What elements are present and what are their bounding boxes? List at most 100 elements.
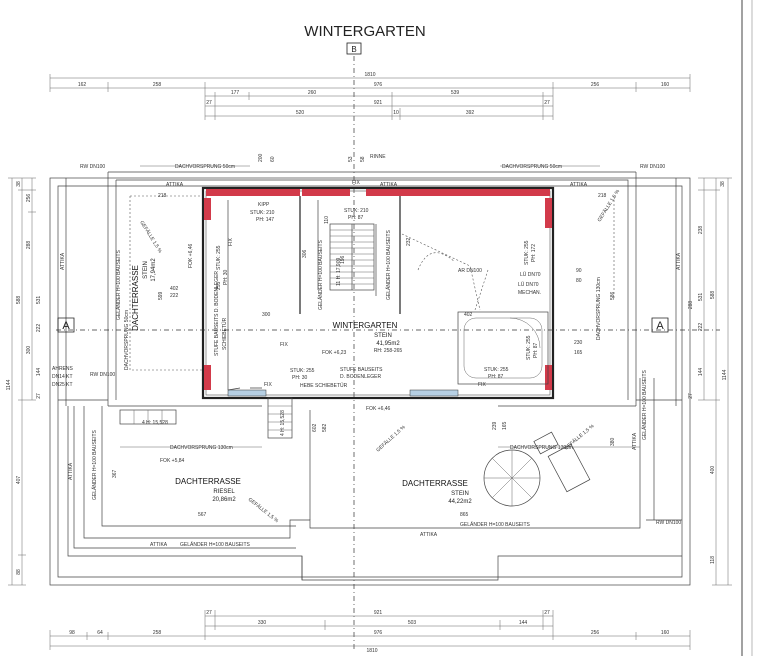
dimensions-right: 1144 38 588 222 144 400 118 238 531 288 …	[688, 177, 732, 586]
dim-222: 222	[170, 293, 179, 299]
label-gefaelle-4: GEFÄLLE 1,5 %	[247, 496, 281, 524]
section-markers-a: A A	[56, 317, 720, 333]
label-attika-right: ATTIKA	[570, 182, 588, 188]
label-200: 200	[258, 153, 264, 162]
label-stair-steps2: 4 H: 15,528	[142, 420, 168, 426]
label-gelaender-left-low: GELÄNDER H=100 BAUSEITS	[91, 429, 98, 500]
label-ahrens: AHRENS	[52, 366, 74, 372]
label-lu-dn70-b: LÜ DN70	[518, 281, 539, 288]
dim-left-222: 222	[36, 324, 42, 333]
label-ph147: PH: 147	[256, 217, 274, 223]
dim-582: 582	[322, 423, 328, 432]
dim-567: 567	[198, 512, 207, 518]
dim-865: 865	[460, 512, 469, 518]
dimensions-bottom: 27 921 27 330 503 144 98 64 258 976 256 …	[49, 610, 691, 654]
label-53: 53	[348, 156, 354, 162]
dim-top-280: 260	[308, 90, 317, 96]
dim-255: 255	[216, 281, 222, 290]
dim-left-256: 256	[26, 194, 32, 203]
label-ph172: PH: 172	[531, 244, 537, 262]
dim-bot-258: 258	[153, 630, 162, 636]
label-hebeschiebe: HEBE SCHIEBETÜR	[300, 382, 348, 389]
dim-left-300: 300	[26, 346, 32, 355]
label-attika-bottom-r: ATTIKA	[420, 532, 438, 538]
dim-top-27b: 27	[544, 100, 550, 106]
dim-402-b: 402	[464, 312, 473, 318]
label-rinne: RINNE	[370, 154, 386, 160]
dim-right-144: 144	[698, 368, 704, 377]
label-dachvorsprung-left-v: DACHVORSPRUNG 50cm	[124, 310, 130, 370]
label-lu-dn70-a: LÜ DN70	[520, 271, 541, 278]
label-ph87-br: PH: 87	[488, 374, 504, 380]
label-mech: MECHAN.	[518, 290, 541, 296]
section-marker-box	[346, 42, 362, 55]
dim-bot-144: 144	[519, 620, 528, 626]
label-stufe-bauseits: STUFE BAUSEITS	[340, 367, 383, 373]
room-wintergarten-area: 41,95m2	[376, 341, 400, 347]
label-stuk255-bl: STUK: 255	[290, 368, 315, 374]
label-schiebe-left: SCHIEBETÜR	[221, 317, 228, 350]
label-fok-646: FOK +6,46	[188, 243, 194, 268]
dim-right-1144: 1144	[722, 369, 728, 380]
label-dachvorsprung-left: DACHVORSPRUNG 50cm	[175, 164, 235, 170]
label-dachvorsprung-right-low: DACHVORSPRUNG 130cm	[510, 445, 573, 451]
dim-right-288: 288	[688, 301, 694, 310]
label-stair-steps: 11 H: 17,909	[336, 258, 342, 286]
dim-right-27: 27	[688, 393, 694, 399]
section-marker-a-right: A	[656, 320, 664, 332]
dim-586: 586	[610, 291, 616, 300]
label-stuk255-br: STUK: 255	[484, 367, 509, 373]
label-attika-right-v: ATTIKA	[676, 252, 682, 270]
dim-599: 599	[158, 291, 164, 300]
room-dachterrasse-stein-floor: STEIN	[451, 491, 469, 497]
dim-right-400: 400	[710, 466, 716, 475]
dim-top-256: 256	[591, 82, 600, 88]
dim-right-238: 238	[698, 226, 704, 235]
label-attika-right-v2: ATTIKA	[632, 432, 638, 450]
dim-110: 110	[324, 216, 330, 224]
dim-left-1144: 1144	[6, 379, 12, 390]
dim-300: 300	[262, 312, 271, 318]
dim-left-88: 88	[16, 569, 22, 575]
dim-bot-160: 160	[661, 630, 670, 636]
label-gefaelle-3: GEFÄLLE 1,5 %	[375, 423, 407, 453]
dim-90: 90	[576, 268, 582, 274]
dim-top-27a: 27	[206, 100, 212, 106]
label-attika-bottom: ATTIKA	[150, 542, 168, 548]
label-dachvorsprung-right: DACHVORSPRUNG 50cm	[502, 164, 562, 170]
inner-dimensions: 218 218 255 300 306 232 402 222 599 402 …	[112, 193, 616, 518]
dim-left-288: 288	[26, 241, 32, 250]
label-ph30-bl: PH: 30	[292, 375, 308, 381]
dim-right-531: 531	[698, 293, 704, 302]
label-dn14: DN14 KT	[52, 374, 73, 380]
dim-top-392: 392	[466, 110, 475, 116]
label-stuk255-left: STUK: 255	[216, 245, 222, 270]
dim-left-407: 407	[16, 476, 22, 485]
label-fix-bottom: FIX	[264, 382, 272, 388]
label-fix-left: FIX	[228, 238, 234, 246]
dim-bot-976: 976	[374, 630, 383, 636]
label-attika-left-v: ATTIKA	[60, 252, 66, 270]
dim-239: 239	[492, 421, 498, 430]
dim-left-144: 144	[36, 368, 42, 377]
dim-top-177: 177	[231, 90, 240, 96]
label-rw-dn100-right: RW DN100	[656, 520, 681, 526]
label-gelaender-bottom-right: GELÄNDER H=100 BAUSEITS	[460, 521, 531, 528]
dim-602: 602	[312, 423, 318, 432]
building-outline	[49, 171, 691, 586]
room-dachterrasse-riesel-floor: RIESEL	[213, 489, 235, 495]
section-marker-a-left: A	[62, 320, 70, 332]
dim-165b: 165	[502, 421, 508, 430]
label-dachvorsprung-right-v: DACHVORSPRUNG 130cm	[596, 277, 602, 340]
label-gelaender-left: GELÄNDER H=100 BAUSEITS	[115, 249, 122, 320]
window-labels: KIPP STUK: 210 PH: 147 STUK: 210 PH: 87 …	[216, 202, 539, 388]
dim-bot-921: 921	[374, 610, 383, 616]
dim-380: 380	[610, 437, 616, 446]
dim-top-976: 976	[374, 82, 383, 88]
label-attika-left: ATTIKA	[166, 182, 184, 188]
dim-left-27: 27	[36, 393, 42, 399]
label-stufe-left: STUFE BAUSEITS D. BODENLEGER	[214, 271, 220, 356]
label-gelaender-right: GELÄNDER H=100 BAUSEITS	[641, 369, 648, 440]
label-gelaender-stair2: GELÄNDER H=100 BAUSEITS	[385, 229, 392, 300]
